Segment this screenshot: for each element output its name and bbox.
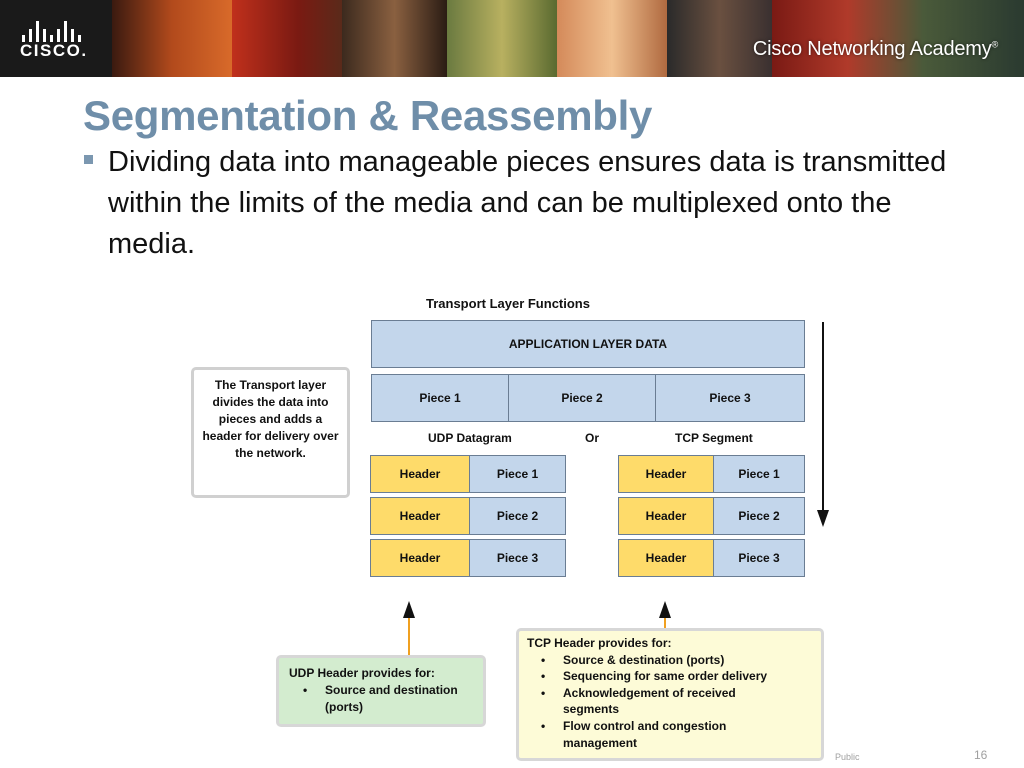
header-banner: CISCO. Cisco Networking Academy® (0, 0, 1024, 77)
tcp-header-note: TCP Header provides for: Source & destin… (516, 628, 824, 761)
tcp-note-item: Acknowledgement of received segments (541, 685, 741, 718)
banner-photo (667, 0, 772, 77)
or-label: Or (585, 431, 600, 445)
banner-photo (112, 0, 232, 77)
udp-note-list: Source and destination (ports) (303, 682, 473, 716)
tcp-piece-box: Piece 1 (713, 455, 805, 493)
piece-box: Piece 3 (655, 374, 805, 422)
udp-datagram-label: UDP Datagram (428, 431, 512, 445)
tcp-note-list: Source & destination (ports) Sequencing … (541, 652, 813, 752)
banner-photo (232, 0, 342, 77)
udp-piece-box: Piece 1 (469, 455, 566, 493)
udp-piece-box: Piece 3 (469, 539, 566, 577)
tcp-piece-box: Piece 2 (713, 497, 805, 535)
udp-piece-box: Piece 2 (469, 497, 566, 535)
tcp-segment-label: TCP Segment (675, 431, 753, 445)
slide-title: Segmentation & Reassembly (83, 92, 653, 139)
tcp-header-box: Header (618, 455, 714, 493)
tcp-up-arrow-icon (659, 601, 671, 628)
udp-header-note: UDP Header provides for: Source and dest… (276, 655, 486, 727)
cisco-logo-text: CISCO. (20, 41, 88, 60)
udp-header-box: Header (370, 497, 470, 535)
udp-header-box: Header (370, 455, 470, 493)
transport-layer-note: The Transport layer divides the data int… (191, 367, 350, 498)
flow-down-arrow-icon (817, 322, 829, 527)
cisco-logo-area (0, 0, 112, 77)
bullet-text: Dividing data into manageable pieces ens… (108, 146, 947, 260)
academy-title: Cisco Networking Academy® (753, 38, 998, 61)
cisco-logo-icon (22, 20, 92, 42)
udp-note-heading: UDP Header provides for: (289, 666, 435, 680)
tcp-note-item: Source & destination (ports) (541, 652, 813, 669)
application-data-box: APPLICATION LAYER DATA (371, 320, 805, 368)
page-number: 16 (974, 748, 988, 762)
tcp-note-item: Sequencing for same order delivery (541, 668, 813, 685)
banner-photo (557, 0, 667, 77)
registered-mark: ® (991, 39, 999, 50)
udp-up-arrow-icon (403, 601, 415, 655)
tcp-note-item: Flow control and congestion management (541, 718, 741, 751)
udp-note-item: Source and destination (ports) (303, 682, 473, 716)
bullet-square-icon (84, 155, 93, 164)
tcp-header-box: Header (618, 539, 714, 577)
tcp-piece-box: Piece 3 (713, 539, 805, 577)
banner-photo (772, 0, 1024, 77)
banner-photo-strip (112, 0, 1024, 77)
piece-box: Piece 2 (508, 374, 656, 422)
piece-box: Piece 1 (371, 374, 509, 422)
tcp-header-box: Header (618, 497, 714, 535)
banner-photo (447, 0, 557, 77)
academy-title-text: Cisco Networking Academy (752, 38, 992, 60)
tcp-note-heading: TCP Header provides for: (527, 636, 672, 650)
udp-header-box: Header (370, 539, 470, 577)
classification-label: Public (835, 752, 860, 762)
banner-photo (342, 0, 447, 77)
diagram-title: Transport Layer Functions (426, 296, 590, 311)
